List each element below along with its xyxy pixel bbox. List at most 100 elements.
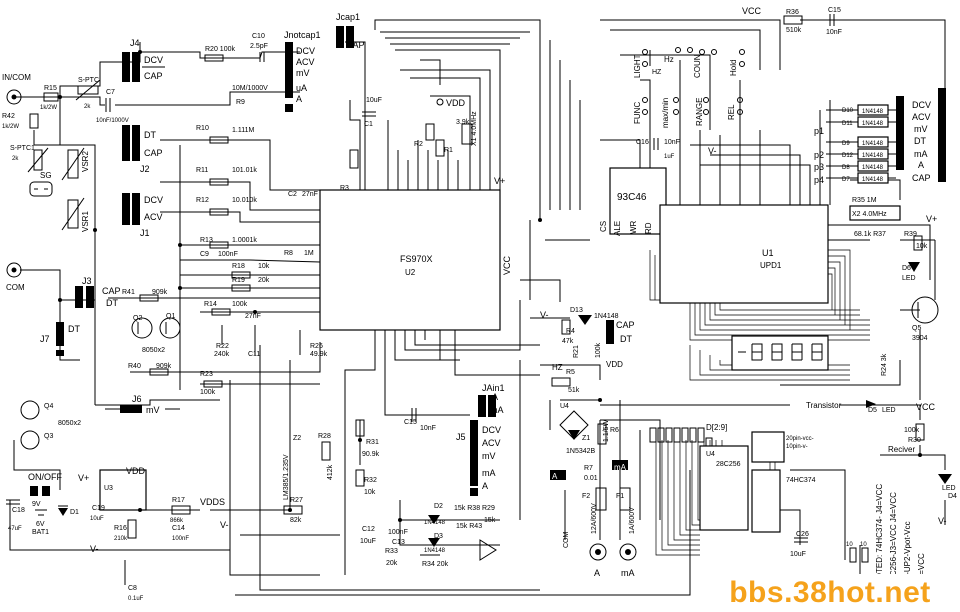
j7-label: DT — [68, 324, 80, 334]
r26-val: 49.9k — [310, 351, 328, 358]
q5-ref: Q5 — [912, 325, 921, 332]
com-small: COM — [563, 532, 570, 549]
r10-ref: R10 — [196, 125, 209, 132]
x2-label: X2 4.0MHz — [852, 211, 887, 218]
r28-val: 412k — [327, 464, 334, 480]
c12-ref: C15 — [404, 419, 417, 426]
r19-ref: R19 — [232, 277, 245, 284]
transistor-label: Transistor — [806, 401, 842, 410]
hz-top: HZ — [652, 69, 662, 76]
switch-jnotcap1: Jnotcap1 DCV ACV mV uA A — [284, 30, 321, 112]
r43-label: 15k R43 — [456, 523, 482, 530]
d11-part: 1N4148 — [862, 121, 884, 127]
r17-ref: R17 — [172, 497, 185, 504]
capdt-l2: DT — [620, 334, 632, 344]
r31-val: 90.9k — [362, 451, 380, 458]
j5-l4: mA — [482, 468, 496, 478]
j7-ref: J7 — [40, 334, 50, 344]
vminus-c16: V- — [708, 146, 717, 156]
c9-ref: C9 — [200, 251, 209, 258]
r5-val: 51k — [568, 387, 580, 394]
r18-val: 10k — [258, 263, 270, 270]
r32-ref: R32 — [364, 477, 377, 484]
button-hz: Hz — [664, 47, 693, 64]
button-maxmin: max/min — [661, 97, 679, 128]
ma-jack-label: mA — [621, 568, 635, 578]
jain-ref: JAin1 — [482, 383, 505, 393]
c2-val: 27nF — [302, 191, 318, 198]
q3q4-part: 8050x2 — [58, 420, 81, 427]
vplus-right: V+ — [926, 214, 937, 224]
r35-label: R35 1M — [852, 197, 877, 204]
vminus-d13: V- — [540, 310, 549, 320]
u3-ref: U3 — [104, 485, 113, 492]
switch-jain1: JAin1 A mA — [478, 383, 505, 417]
r7-ref: R7 — [584, 465, 593, 472]
eeprom-wr: WR — [629, 220, 638, 234]
vsr2-label: VSR2 — [81, 151, 90, 172]
bank-p2: p2 — [814, 150, 824, 160]
c11-ref: C11 — [248, 351, 260, 358]
eeprom-rd: RD — [644, 222, 653, 234]
j6-label: mV — [146, 405, 160, 415]
j5-ref: J5 — [456, 432, 466, 442]
d13-ref: D13 — [570, 307, 583, 314]
eeprom-part: 93C46 — [617, 192, 647, 203]
r11-ref: R11 — [196, 167, 208, 174]
j2-ref: J2 — [140, 164, 150, 174]
r2-ref: R1 — [444, 147, 453, 154]
vplus-left: V+ — [78, 473, 89, 483]
jack-in-com: IN/COM — [2, 73, 31, 105]
j1-label-2: ACV — [144, 212, 163, 222]
d4-led: LED — [942, 485, 956, 492]
q1-q2-transistors: Q2 Q1 8050x2 — [131, 313, 181, 354]
r23-val: 100k — [200, 389, 216, 396]
r16-ref: R16 — [114, 525, 127, 532]
d2-ref: D2 — [434, 503, 443, 510]
j3-ref: J3 — [82, 276, 92, 286]
button-rel: REL — [727, 97, 743, 120]
d1-part: 6V — [36, 521, 45, 528]
bank-l5: mA — [914, 149, 928, 159]
r26-ref: R26 — [310, 343, 323, 350]
r40-ref: R40 — [128, 363, 141, 370]
c17-val: 0.1uF — [128, 596, 144, 602]
eeprom-ale: ALE — [613, 221, 622, 236]
jnotcap-l3: mV — [296, 68, 310, 78]
vsr1-varistor: VSR1 — [61, 197, 90, 232]
q3-q4-transistors: Q4 Q3 8050x2 — [20, 400, 81, 450]
d4-ref: D4 — [948, 493, 957, 500]
d11-ref: D11 — [842, 121, 853, 127]
btn-coun-label: COUN — [693, 54, 702, 78]
jain-l2: mA — [490, 405, 504, 415]
btn-hold-label: Hold — [729, 60, 738, 76]
r13-ref: R13 — [200, 237, 213, 244]
jnotcap-l2: ACV — [296, 57, 315, 67]
j6-ref: J6 — [132, 394, 142, 404]
r42-val: 1k/2W — [2, 124, 19, 130]
d6-led: LED — [902, 275, 916, 282]
c18-capacitor: C18 47uF — [6, 499, 25, 532]
r11-val: 101.01k — [232, 167, 257, 174]
r1-ref: R2 — [414, 141, 423, 148]
u4-ref-mem: U4 — [706, 451, 715, 458]
vcc-u2: VCC — [502, 255, 512, 275]
switch-right-bank: DCV ACV mV DT mA A CAP p1 p2 p3 p4 — [814, 88, 946, 185]
q1q2-part: 8050x2 — [142, 347, 165, 354]
top-right-nets: VCC R36 510k C15 10nF — [742, 6, 842, 36]
r8-val: 1M — [304, 250, 314, 257]
r6-ref: R6 — [610, 427, 619, 434]
vminus-right: V- — [938, 516, 947, 526]
r33-val: 20k — [386, 560, 398, 567]
d9-part: 1N4148 — [862, 141, 884, 147]
jnotcap-l1: DCV — [296, 46, 315, 56]
jcap-label: CAP — [346, 40, 365, 50]
r13-val: 1.0001k — [232, 237, 257, 244]
d1-ref: D1 — [70, 509, 79, 516]
left-capacitors: C10 2.5pF C2 27nF C9 100nF 27nF C11 — [200, 33, 318, 358]
d7-ref: D7 — [842, 177, 850, 183]
junction-dots — [58, 50, 922, 522]
box-text-2: 10pin-v- — [786, 444, 808, 450]
r40-val: 909k — [156, 363, 172, 370]
